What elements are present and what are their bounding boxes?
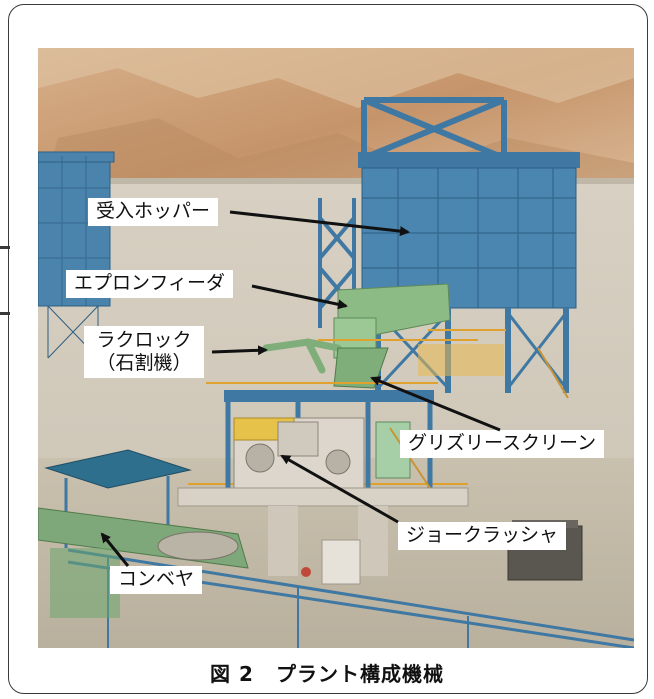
conveyor-arrow: [100, 532, 130, 567]
rock-breaker-label-line1: ラクロック: [96, 329, 192, 351]
caption-number: 2: [239, 662, 254, 686]
rock-breaker-label-line2: （石割機）: [96, 351, 192, 374]
conveyor-label: コンベヤ: [110, 566, 203, 594]
apron-feeder-label: エプロンフィーダ: [66, 270, 234, 298]
rock-breaker-arrow: [211, 345, 268, 356]
hopper-arrow: [229, 210, 410, 237]
frame-edge-mark: [0, 246, 10, 249]
caption-prefix: 図: [210, 662, 232, 686]
plant-photo: [38, 48, 634, 648]
caption-title: プラント構成機械: [275, 662, 444, 686]
grizzly-screen-arrow: [370, 376, 501, 432]
hopper-label: 受入ホッパー: [88, 198, 219, 226]
jaw-crusher-arrow: [280, 454, 399, 524]
frame-edge-mark: [0, 312, 10, 315]
apron-feeder-arrow: [251, 284, 348, 310]
grizzly-screen-label: グリズリースクリーン: [400, 430, 605, 458]
jaw-crusher-label: ジョークラッシャ: [398, 522, 567, 550]
rock-breaker-label: ラクロック （石割機）: [84, 326, 204, 378]
